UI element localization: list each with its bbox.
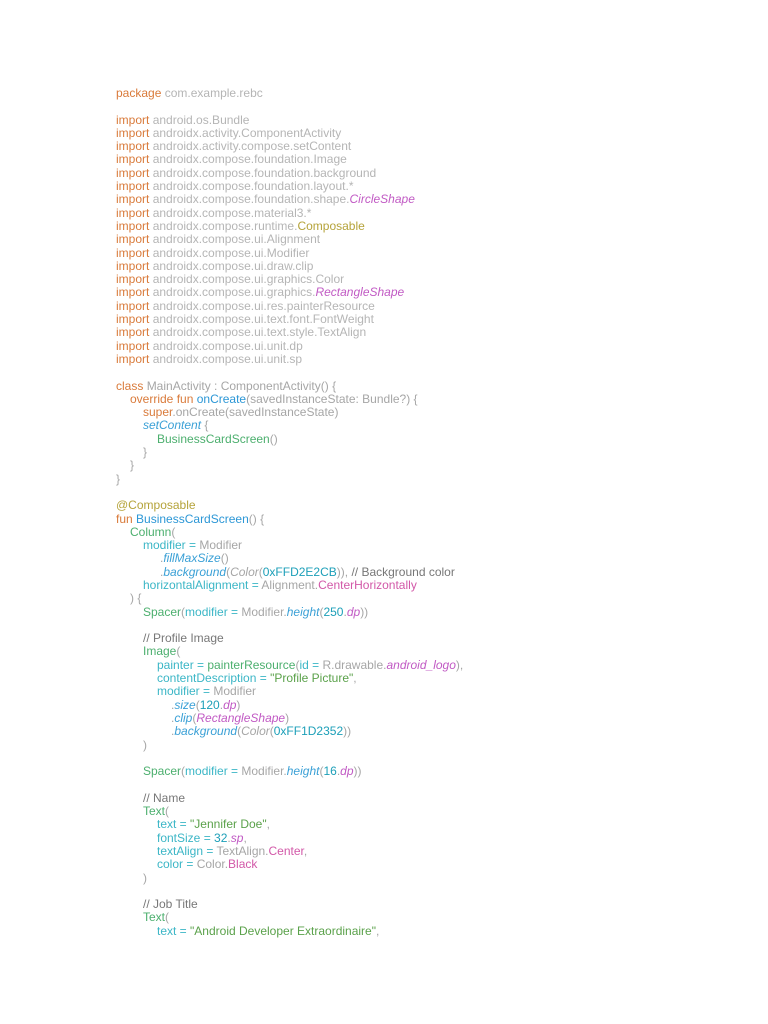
code-line-size: .size(120.dp) (171, 697, 241, 712)
import-line: import androidx.compose.ui.draw.clip (116, 258, 314, 273)
code-line-blank (116, 778, 756, 791)
import-line: import androidx.compose.foundation.shape… (116, 192, 415, 207)
code-line-blank (116, 885, 756, 898)
code-line-class: class MainActivity : ComponentActivity()… (116, 378, 337, 393)
code-line-column: Column( (130, 524, 176, 539)
code-line-close: } (143, 445, 148, 460)
code-line-comment: // Job Title (143, 897, 198, 912)
code-line-background: .background(Color(0xFFD2E2CB)), // Backg… (160, 564, 455, 579)
code-line-image-close: ) (143, 737, 147, 752)
import-line: import androidx.compose.foundation.Image (116, 152, 347, 167)
import-line: import androidx.activity.compose.setCont… (116, 139, 352, 154)
code-line-setcontent: setContent { (143, 418, 209, 433)
code-line-fun: fun BusinessCardScreen() { (116, 511, 265, 526)
import-line: import androidx.compose.ui.unit.sp (116, 351, 303, 366)
import-line: import androidx.compose.runtime.Composab… (116, 218, 365, 233)
code-block: package com.example.rebc import android.… (116, 86, 756, 938)
import-line: import androidx.compose.material3.* (116, 205, 312, 220)
code-line-modifier: modifier = Modifier (143, 538, 243, 553)
code-line-comment: // Name (143, 790, 186, 805)
code-line-call-screen: BusinessCardScreen() (157, 431, 278, 446)
code-line-fontsize: fontSize = 32.sp, (157, 830, 247, 845)
code-line-clip: .clip(RectangleShape) (171, 710, 290, 725)
code-line-painter: painter = painterResource(id = R.drawabl… (157, 657, 464, 672)
code-line-spacer: Spacer(modifier = Modifier.height(16.dp)… (143, 764, 362, 779)
code-line-comment: // Profile Image (143, 631, 224, 646)
code-line-text: Text( (143, 804, 170, 819)
import-line: import androidx.compose.foundation.layou… (116, 179, 354, 194)
code-line-oncreate: override fun onCreate(savedInstanceState… (130, 391, 418, 406)
import-line: import androidx.compose.ui.graphics.Rect… (116, 285, 405, 300)
code-line-annotation: @Composable (116, 498, 196, 513)
code-line-blank (116, 752, 756, 765)
code-line-column-close: ) { (130, 591, 142, 606)
import-line: import androidx.activity.ComponentActivi… (116, 125, 342, 140)
code-line-blank (116, 619, 756, 632)
import-line: import androidx.compose.ui.text.font.Fon… (116, 312, 374, 327)
code-line-text-close: ) (143, 870, 147, 885)
code-line-blank (116, 100, 756, 113)
import-line: import androidx.compose.ui.Modifier (116, 245, 310, 260)
code-line-close: } (130, 458, 135, 473)
code-line-fillmaxsize: .fillMaxSize() (160, 551, 229, 566)
code-line-text: Text( (143, 910, 170, 925)
code-line-content-desc: contentDescription = "Profile Picture", (157, 671, 357, 686)
import-line: import androidx.compose.ui.res.painterRe… (116, 298, 375, 313)
code-line-color: color = Color.Black (157, 857, 258, 872)
code-line-blank (116, 366, 756, 379)
code-line-super: super.onCreate(savedInstanceState) (143, 405, 339, 420)
code-line-close: } (116, 471, 121, 486)
import-line: import androidx.compose.ui.Alignment (116, 232, 321, 247)
import-line: import androidx.compose.foundation.backg… (116, 165, 377, 180)
import-line: import android.os.Bundle (116, 112, 250, 127)
code-line-image: Image( (143, 644, 181, 659)
code-line-text-value: text = "Jennifer Doe", (157, 817, 270, 832)
import-line: import androidx.compose.ui.unit.dp (116, 338, 303, 353)
code-line-textalign: textAlign = TextAlign.Center, (157, 843, 308, 858)
import-line: import androidx.compose.ui.text.style.Te… (116, 325, 367, 340)
code-line-package: package com.example.rebc (116, 86, 263, 100)
code-line-blank (116, 486, 756, 499)
code-line-img-background: .background(Color(0xFF1D2352)) (171, 724, 352, 739)
code-line-text-value: text = "Android Developer Extraordinaire… (157, 923, 380, 938)
code-line-spacer: Spacer(modifier = Modifier.height(250.dp… (143, 604, 369, 619)
code-line-halign: horizontalAlignment = Alignment.CenterHo… (143, 577, 417, 592)
code-line-modifier: modifier = Modifier (157, 684, 257, 699)
import-line: import androidx.compose.ui.graphics.Colo… (116, 272, 345, 287)
